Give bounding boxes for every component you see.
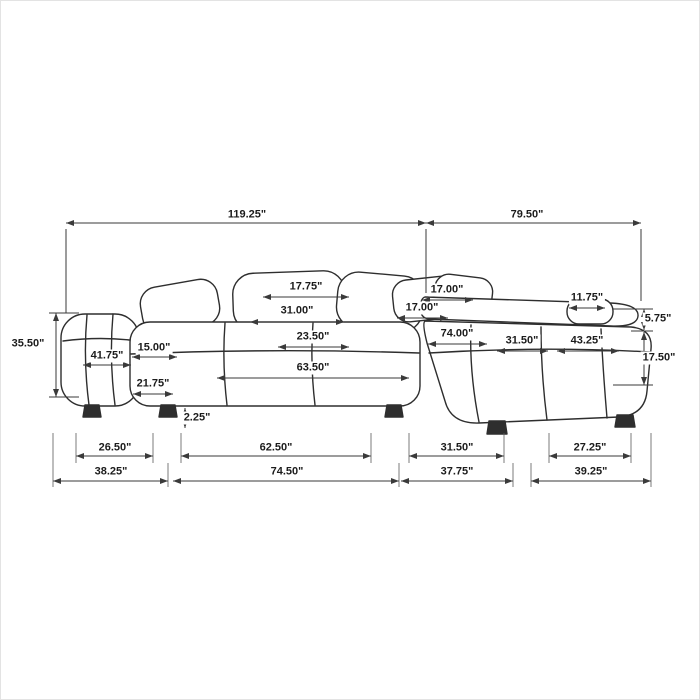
- dim-label-63-50: 63.50": [294, 361, 332, 375]
- dim-label-62-50: 62.50": [257, 441, 295, 455]
- sofa-legs: [82, 404, 636, 435]
- dim-label-17-00-a: 17.00": [428, 283, 466, 297]
- dimension-lines: [49, 220, 653, 487]
- dim-label-35-50: 35.50": [9, 337, 47, 351]
- dim-label-43-25: 43.25": [568, 334, 606, 348]
- dim-label-31-50-b: 31.50": [438, 441, 476, 455]
- dim-label-74-00: 74.00": [438, 327, 476, 341]
- dim-label-17-50: 17.50": [640, 351, 678, 365]
- dim-label-38-25: 38.25": [92, 465, 130, 479]
- dim-label-5-75: 5.75": [642, 312, 674, 326]
- dim-label-31-50-a: 31.50": [503, 334, 541, 348]
- dim-label-41-75: 41.75": [88, 349, 126, 363]
- dim-label-26-50: 26.50": [96, 441, 134, 455]
- dim-label-119-25: 119.25": [225, 208, 269, 222]
- dim-label-37-75: 37.75": [438, 465, 476, 479]
- dim-label-17-75: 17.75": [287, 280, 325, 294]
- dim-label-27-25: 27.25": [571, 441, 609, 455]
- dim-label-39-25: 39.25": [572, 465, 610, 479]
- dim-label-23-50: 23.50": [294, 330, 332, 344]
- sofa-seat: [129, 321, 421, 407]
- dim-label-11-75: 11.75": [568, 291, 606, 305]
- dim-label-21-75: 21.75": [134, 377, 172, 391]
- dim-label-79-50: 79.50": [508, 208, 546, 222]
- dim-label-31-00: 31.00": [278, 304, 316, 318]
- dim-label-74-50: 74.50": [268, 465, 306, 479]
- dim-label-2-25: 2.25": [181, 411, 213, 425]
- dim-label-17-00-b: 17.00": [403, 301, 441, 315]
- dim-label-15-00: 15.00": [135, 341, 173, 355]
